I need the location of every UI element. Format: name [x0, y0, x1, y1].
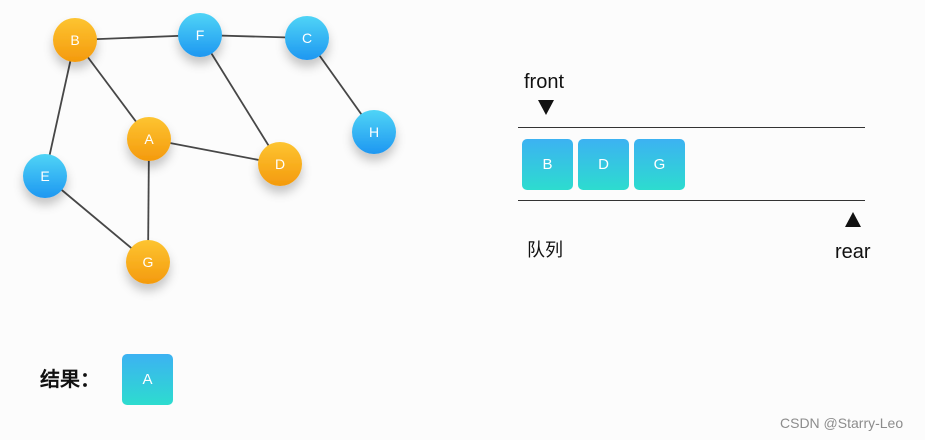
queue-item: D — [578, 139, 629, 190]
queue-caption: 队列 — [527, 240, 563, 261]
result-items: A — [122, 354, 173, 405]
node-label: F — [196, 27, 205, 43]
queue-bottom-rule — [518, 200, 865, 201]
node-circle — [23, 154, 67, 198]
queue-item: G — [634, 139, 685, 190]
graph-node-a: A — [127, 117, 171, 161]
watermark: CSDN @Starry-Leo — [780, 415, 904, 431]
up-triangle-icon — [845, 212, 861, 227]
graph-diagram: B F C A D H E G — [23, 13, 396, 284]
graph-node-e: E — [23, 154, 67, 198]
result-label: 结果： — [40, 367, 100, 391]
graph-node-b: B — [53, 18, 97, 62]
graph-node-g: G — [126, 240, 170, 284]
queue-front-label: front — [524, 71, 565, 93]
node-circle — [53, 18, 97, 62]
graph-node-h: H — [352, 110, 396, 154]
queue-rear-label: rear — [835, 241, 871, 263]
queue-item: B — [522, 139, 573, 190]
graph-node-f: F — [178, 13, 222, 57]
result-item: A — [122, 354, 173, 405]
graph-edges — [44, 34, 375, 263]
graph-nodes: B F C A D H E G — [23, 13, 396, 284]
node-label: A — [144, 131, 154, 147]
edge-f-d — [199, 34, 281, 165]
node-label: C — [302, 30, 312, 46]
node-label: E — [40, 168, 49, 184]
graph-node-d: D — [258, 142, 302, 186]
node-circle — [352, 110, 396, 154]
node-circle — [285, 16, 329, 60]
node-circle — [258, 142, 302, 186]
queue-top-rule — [518, 127, 865, 128]
node-label: B — [70, 32, 79, 48]
edge-b-e — [44, 39, 76, 177]
graph-node-c: C — [285, 16, 329, 60]
node-label: H — [369, 124, 379, 140]
node-circle — [178, 13, 222, 57]
edge-e-g — [44, 175, 149, 263]
down-triangle-icon — [538, 100, 554, 115]
node-label: G — [143, 254, 154, 270]
node-circle — [127, 117, 171, 161]
node-label: D — [275, 156, 285, 172]
node-circle — [126, 240, 170, 284]
edge-a-d — [148, 138, 281, 165]
